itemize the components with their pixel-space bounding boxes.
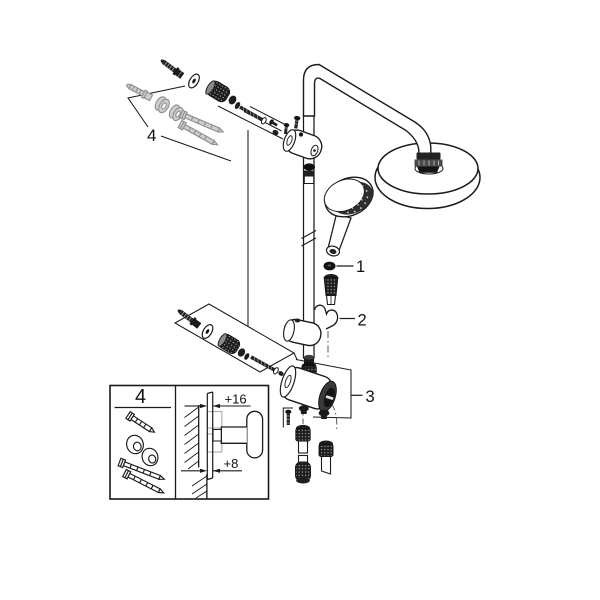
dim-bottom-label: +8 [224, 456, 239, 471]
threaded-rod [239, 105, 267, 125]
dimension-bottom: +8 [181, 456, 242, 473]
inset-holder-part [212, 410, 264, 459]
shower-holder-part-2 [283, 304, 339, 347]
dimension-top: +16 [184, 392, 251, 409]
washer-2 [201, 324, 214, 339]
hand-shower [323, 176, 374, 257]
gray-long-screw-2 [177, 119, 219, 146]
rail-fittings [303, 163, 316, 366]
wall-hatching-lower [191, 475, 208, 499]
spray-face-dots [347, 185, 369, 214]
inset-kit-label: 4 [135, 386, 146, 408]
o-ring-part-1 [323, 261, 336, 271]
gray-spacer-1 [154, 96, 170, 114]
inset-wall-section: +16 +8 [181, 391, 264, 499]
head-connector-nut [414, 152, 443, 173]
rail-o-ring [303, 163, 316, 171]
tiny-screw [269, 119, 278, 127]
machine-screw [160, 59, 185, 79]
washer [188, 73, 200, 89]
exploded-mounting-hardware-top [160, 59, 279, 136]
callout-1: 1 [336, 258, 365, 276]
right-union [318, 440, 334, 475]
bracket-screws [283, 115, 301, 135]
machine-screw-2 [177, 309, 202, 329]
shower-arm [302, 63, 432, 156]
gray-long-screw-1 [178, 109, 225, 133]
left-union [295, 424, 311, 484]
knurled-adapter-2 [217, 333, 241, 354]
inset-kit-parts [117, 410, 166, 494]
callout-1-label: 1 [356, 258, 365, 276]
hose-connectors [295, 424, 334, 484]
wall-hatching [184, 406, 199, 470]
construction-lines [127, 85, 352, 419]
small-nut [228, 95, 237, 105]
threaded-rod-2 [250, 355, 279, 375]
callout-2-label: 2 [358, 312, 367, 330]
inset-detail-box: 4 [109, 384, 270, 500]
exploded-bracket-hardware [177, 309, 284, 376]
hose-connector-nut [323, 274, 339, 306]
tiny-nut [272, 129, 279, 136]
callout-2: 2 [339, 312, 367, 330]
grub-screw [282, 407, 293, 428]
small-washer [234, 102, 241, 109]
callout-3-label: 3 [366, 388, 375, 406]
hand-shower-head [323, 176, 374, 218]
knurled-adapter [205, 80, 231, 103]
mounting-kit-gray-parts [125, 83, 225, 146]
wall-bracket [282, 129, 323, 160]
mixer-body-part-3 [279, 362, 337, 428]
callout-3: 3 [351, 388, 375, 406]
gray-short-screw [125, 83, 154, 102]
dim-top-label: +16 [225, 392, 247, 407]
mounting-kit-label: 4 [147, 126, 156, 145]
